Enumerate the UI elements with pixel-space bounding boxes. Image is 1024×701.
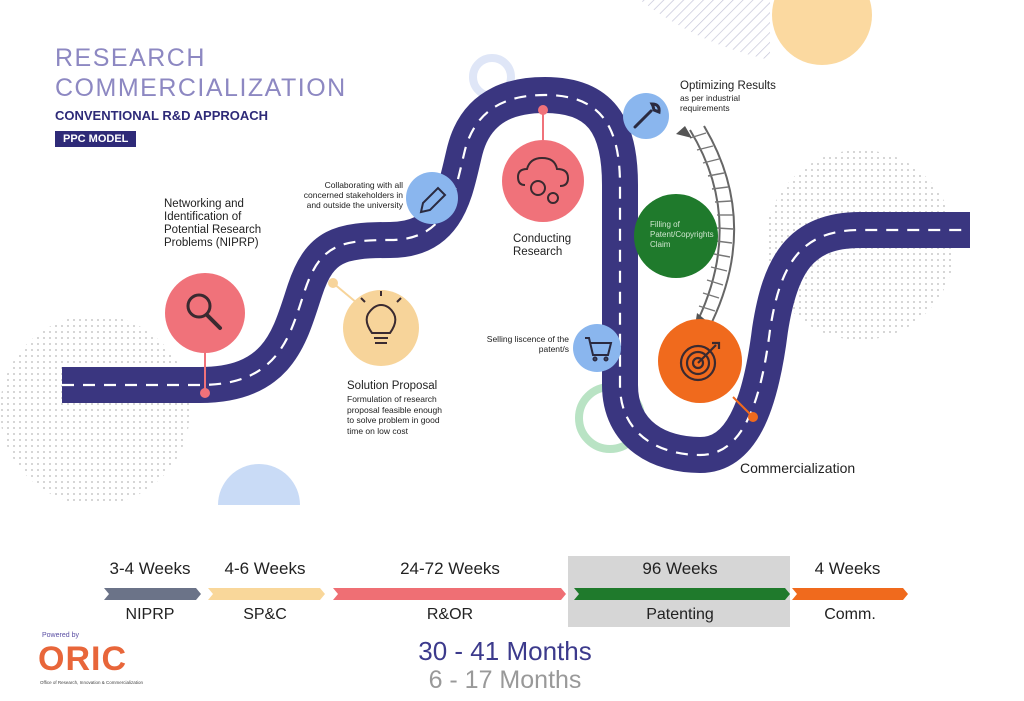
- hatch-shape-top: [640, 0, 770, 60]
- total-secondary: 6 - 17 Months: [428, 666, 582, 694]
- phase-label: R&OR: [426, 606, 474, 623]
- target-icon: [679, 341, 721, 382]
- pencil-icon: [419, 186, 447, 214]
- lightbulb-icon: [360, 291, 402, 344]
- niprp-label: Networking and Identification of Potenti…: [164, 198, 262, 249]
- phase-weeks: 96 Weeks: [642, 559, 718, 578]
- solution-sub: Formulation of research proposal feasibl…: [347, 394, 442, 436]
- arrow-comm: [792, 588, 908, 600]
- filling-label: Filling of Patent/Copyrights Claim: [650, 220, 714, 249]
- optimizing-sub: as per industrial requirements: [680, 93, 741, 113]
- wrench-icon: [633, 102, 661, 129]
- phase-weeks: 4 Weeks: [814, 559, 881, 578]
- phase-weeks: 3-4 Weeks: [109, 559, 191, 578]
- phase-label: Comm.: [824, 606, 876, 623]
- arrow-patenting: [574, 588, 790, 600]
- subtitle: CONVENTIONAL R&D APPROACH: [55, 108, 269, 123]
- phase-weeks: 24-72 Weeks: [400, 559, 500, 578]
- phase-label: SP&C: [243, 606, 287, 623]
- railway-track: [689, 129, 721, 321]
- phase-weeks: 4-6 Weeks: [224, 559, 306, 578]
- collaborating-label: Collaborating with all concerned stakeho…: [303, 180, 403, 210]
- solution-title: Solution Proposal: [347, 380, 438, 392]
- arrow-ror: [333, 588, 566, 600]
- total-primary: 30 - 41 Months: [418, 636, 592, 666]
- cart-icon: [585, 337, 613, 362]
- railway-track-inner: [703, 125, 736, 323]
- cloud-gears-icon: [516, 156, 570, 204]
- model-badge: PPC MODEL: [55, 131, 137, 147]
- title-line-2: COMMERCIALIZATION: [55, 74, 347, 102]
- road-dashes: [62, 93, 970, 457]
- track-arrow-top: [676, 126, 692, 138]
- selling-circle: [573, 324, 621, 372]
- oric-logo-sub: Office of Research, Innovation & Commerc…: [40, 680, 143, 685]
- oric-logo: ORIC: [38, 640, 127, 678]
- magnifier-icon: [186, 293, 212, 319]
- title-line-1: RESEARCH: [55, 44, 206, 72]
- yellow-circle-top: [772, 0, 872, 65]
- commercialization-label: Commercialization: [740, 460, 856, 476]
- blue-semicircle: [218, 464, 300, 505]
- solution-circle: [343, 290, 419, 366]
- optimizing-circle: [623, 93, 669, 139]
- selling-label: Selling liscence of the patent/s: [486, 334, 569, 354]
- conducting-circle: [502, 140, 584, 222]
- optimizing-title: Optimizing Results: [680, 80, 776, 92]
- arrow-niprp: [104, 588, 201, 600]
- commercialization-circle: [658, 319, 742, 403]
- phase-label: Patenting: [646, 606, 714, 623]
- railway-ties: [689, 132, 734, 312]
- collaborating-circle: [406, 172, 458, 224]
- powered-by: Powered by: [42, 632, 79, 639]
- phase-label: NIPRP: [125, 606, 175, 623]
- arrow-spc: [208, 588, 325, 600]
- niprp-circle: [165, 273, 245, 353]
- filling-circle: [634, 194, 718, 278]
- dotted-circle-left: [0, 315, 190, 505]
- conducting-label: Conducting Research: [513, 233, 572, 258]
